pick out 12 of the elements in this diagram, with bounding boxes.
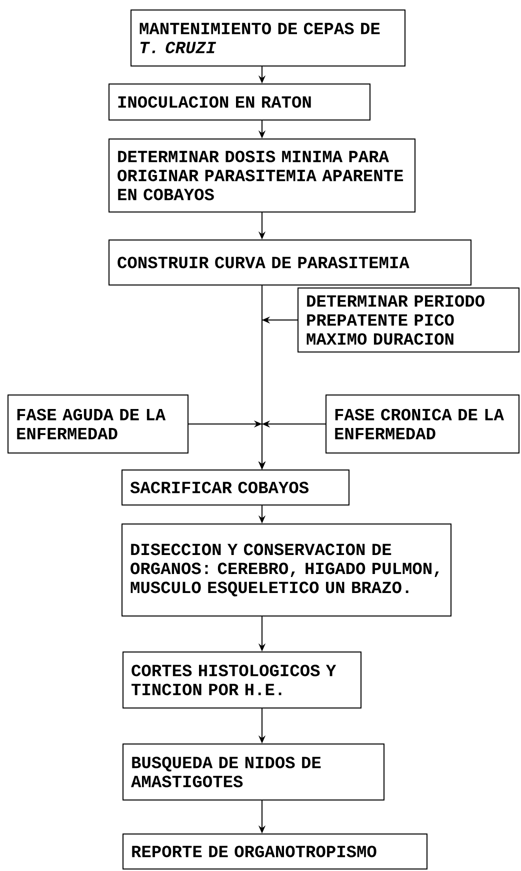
process-box: BUSQUEDA DE NIDOS DE AMASTIGOTES <box>122 744 384 800</box>
process-box: MANTENIMIENTO DE CEPAS DE T. CRUZI <box>130 10 406 66</box>
process-box: FASE CRONICA DE LA ENFERMEDAD <box>326 394 520 454</box>
process-box: INOCULACION EN RATON <box>108 84 370 120</box>
process-box: REPORTE DE ORGANOTROPISMO <box>122 834 428 870</box>
process-box: DETERMINAR PERIODO PREPATENTE PICO MAXIMO DURACION <box>298 288 520 352</box>
process-box: DISECCION Y CONSERVACION DE ORGANOS: CEREBRO, HIGADO PULMON, MUSCULO ESQUELETICO UN BRAZO. <box>122 524 452 616</box>
process-box: FASE AGUDA DE LA ENFERMEDAD <box>8 394 188 454</box>
process-box: CONSTRUIR CURVA DE PARASITEMIA <box>108 240 472 286</box>
process-box: SACRIFICAR COBAYOS <box>122 470 350 506</box>
process-box: DETERMINAR DOSIS MINIMA PARA ORIGINAR PARASITEMIA APARENTE EN COBAYOS <box>108 138 416 212</box>
process-box: CORTES HISTOLOGICOS Y TINCION POR H.E. <box>122 652 362 708</box>
